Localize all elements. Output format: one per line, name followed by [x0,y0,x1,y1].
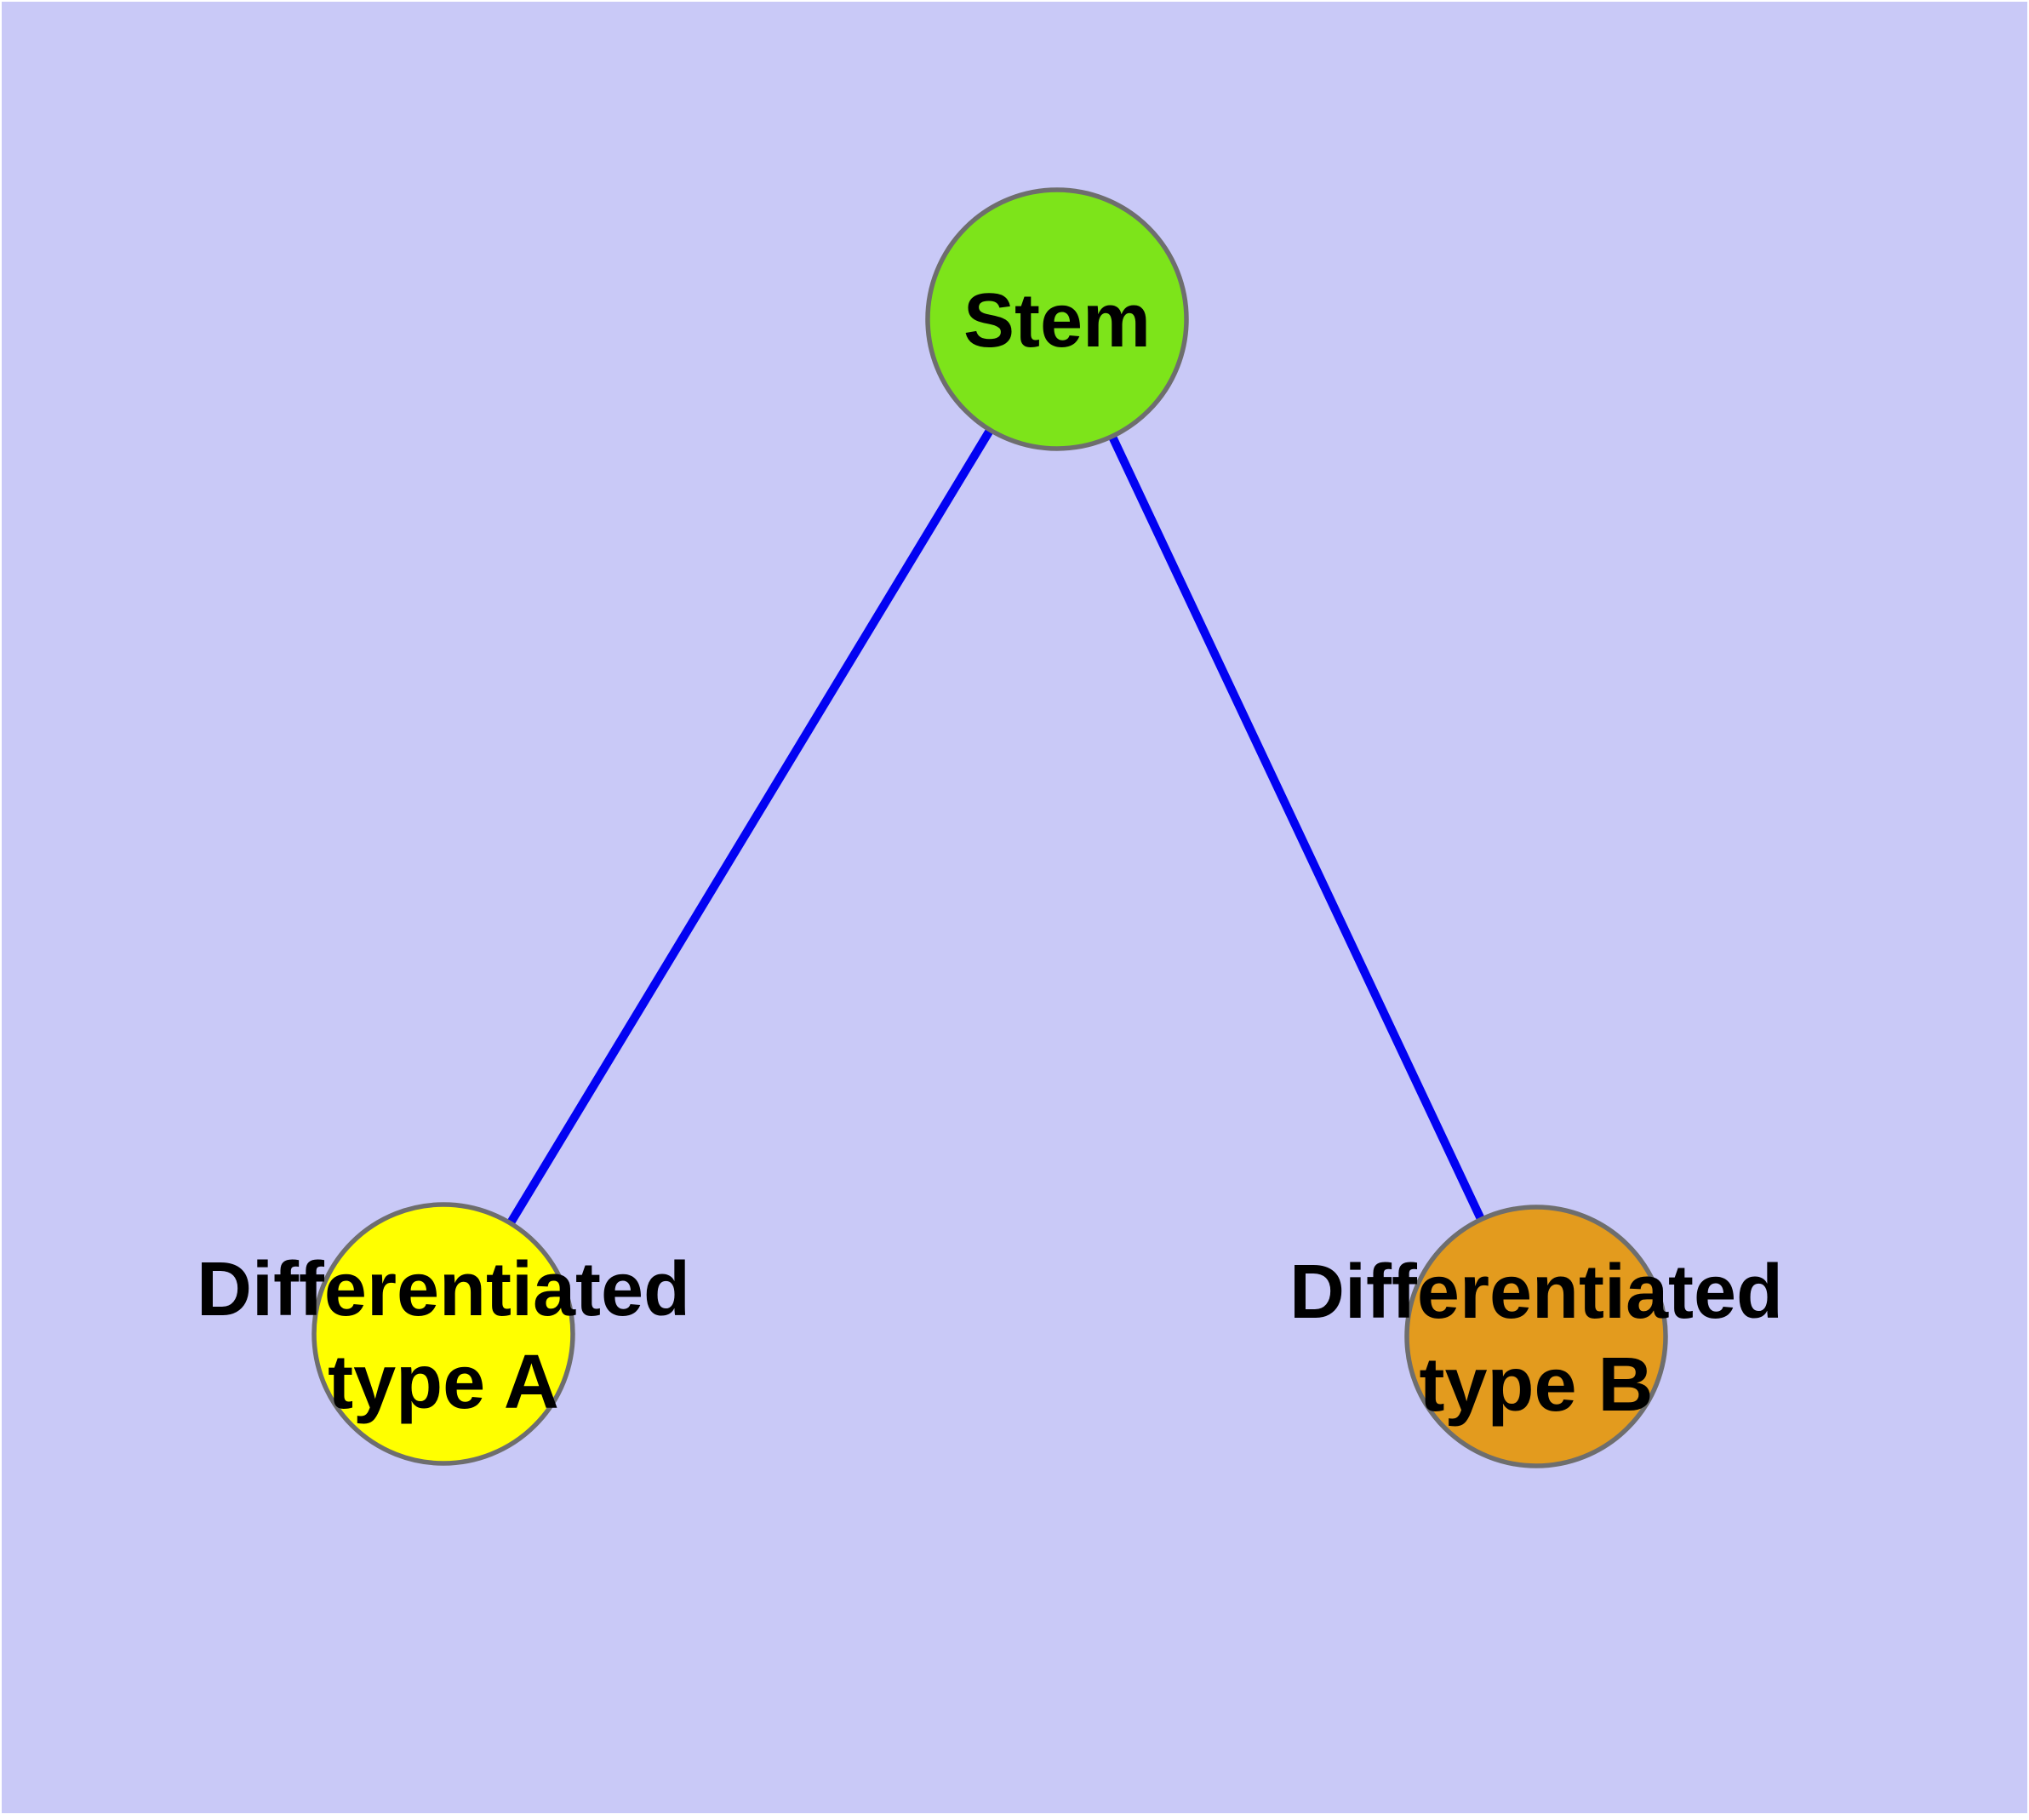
node-stem: Stem [925,187,1189,451]
node-type-a-label-line1: Differentiated [197,1247,690,1332]
edge-stem-to-type-a [439,317,1061,1336]
node-type-b-label-line1: Differentiated [1289,1250,1783,1335]
node-type-b-label-line2: type B [1419,1342,1653,1428]
node-type-b-circle [1404,1205,1668,1468]
node-differentiated-type-a: Differentiated type A [197,1202,690,1466]
node-type-a-circle [311,1202,575,1466]
node-stem-label: Stem [963,278,1151,363]
node-type-a-label-line2: type A [328,1340,559,1425]
edge-stem-to-type-b [1053,317,1540,1339]
node-stem-circle [925,187,1189,451]
node-differentiated-type-b: Differentiated type B [1289,1205,1783,1468]
